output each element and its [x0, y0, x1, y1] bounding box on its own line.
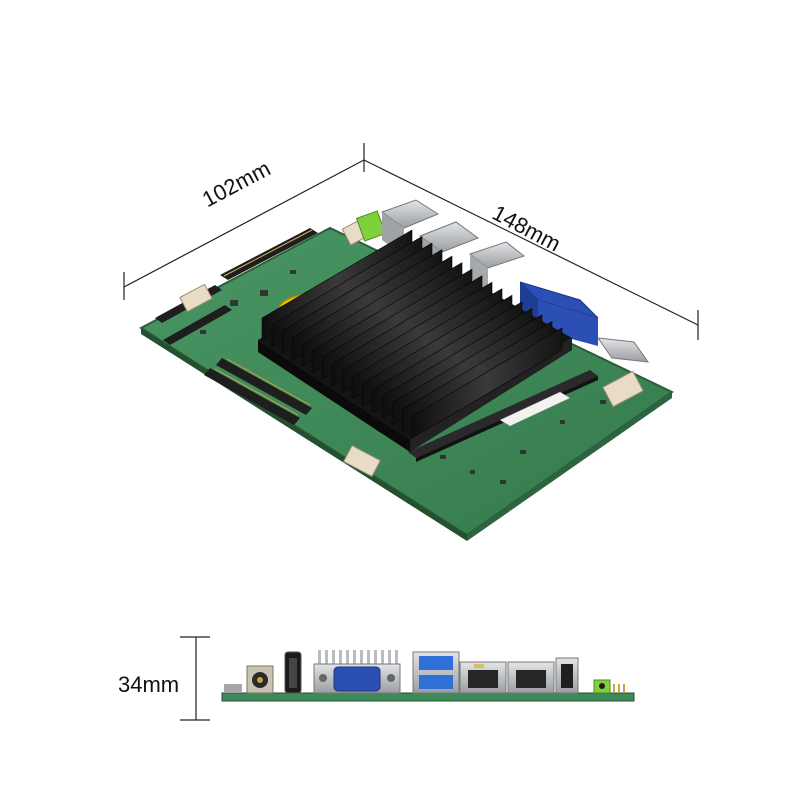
side-fin — [360, 650, 363, 664]
dc-jack-top — [596, 337, 650, 363]
side-fin — [339, 650, 342, 664]
side-heatsink-fins — [318, 650, 398, 664]
side-fin — [395, 650, 398, 664]
motherboard-side-view — [221, 650, 635, 702]
dimension-lines — [123, 143, 699, 721]
side-fin — [374, 650, 377, 664]
side-fin — [381, 650, 384, 664]
sodimm-slot — [408, 370, 598, 458]
pcb-edge — [221, 692, 635, 702]
audio-jack — [355, 210, 387, 242]
side-fin — [353, 650, 356, 664]
heatsink-fin — [411, 327, 563, 439]
motherboard-top-view — [139, 199, 674, 541]
heatsink-fins — [261, 229, 563, 439]
side-fin — [367, 650, 370, 664]
side-fin — [325, 650, 328, 664]
side-fin — [318, 650, 321, 664]
side-fin — [332, 650, 335, 664]
side-fin — [388, 650, 391, 664]
side-fin — [346, 650, 349, 664]
height-dimension-label: 34mm — [118, 672, 180, 697]
